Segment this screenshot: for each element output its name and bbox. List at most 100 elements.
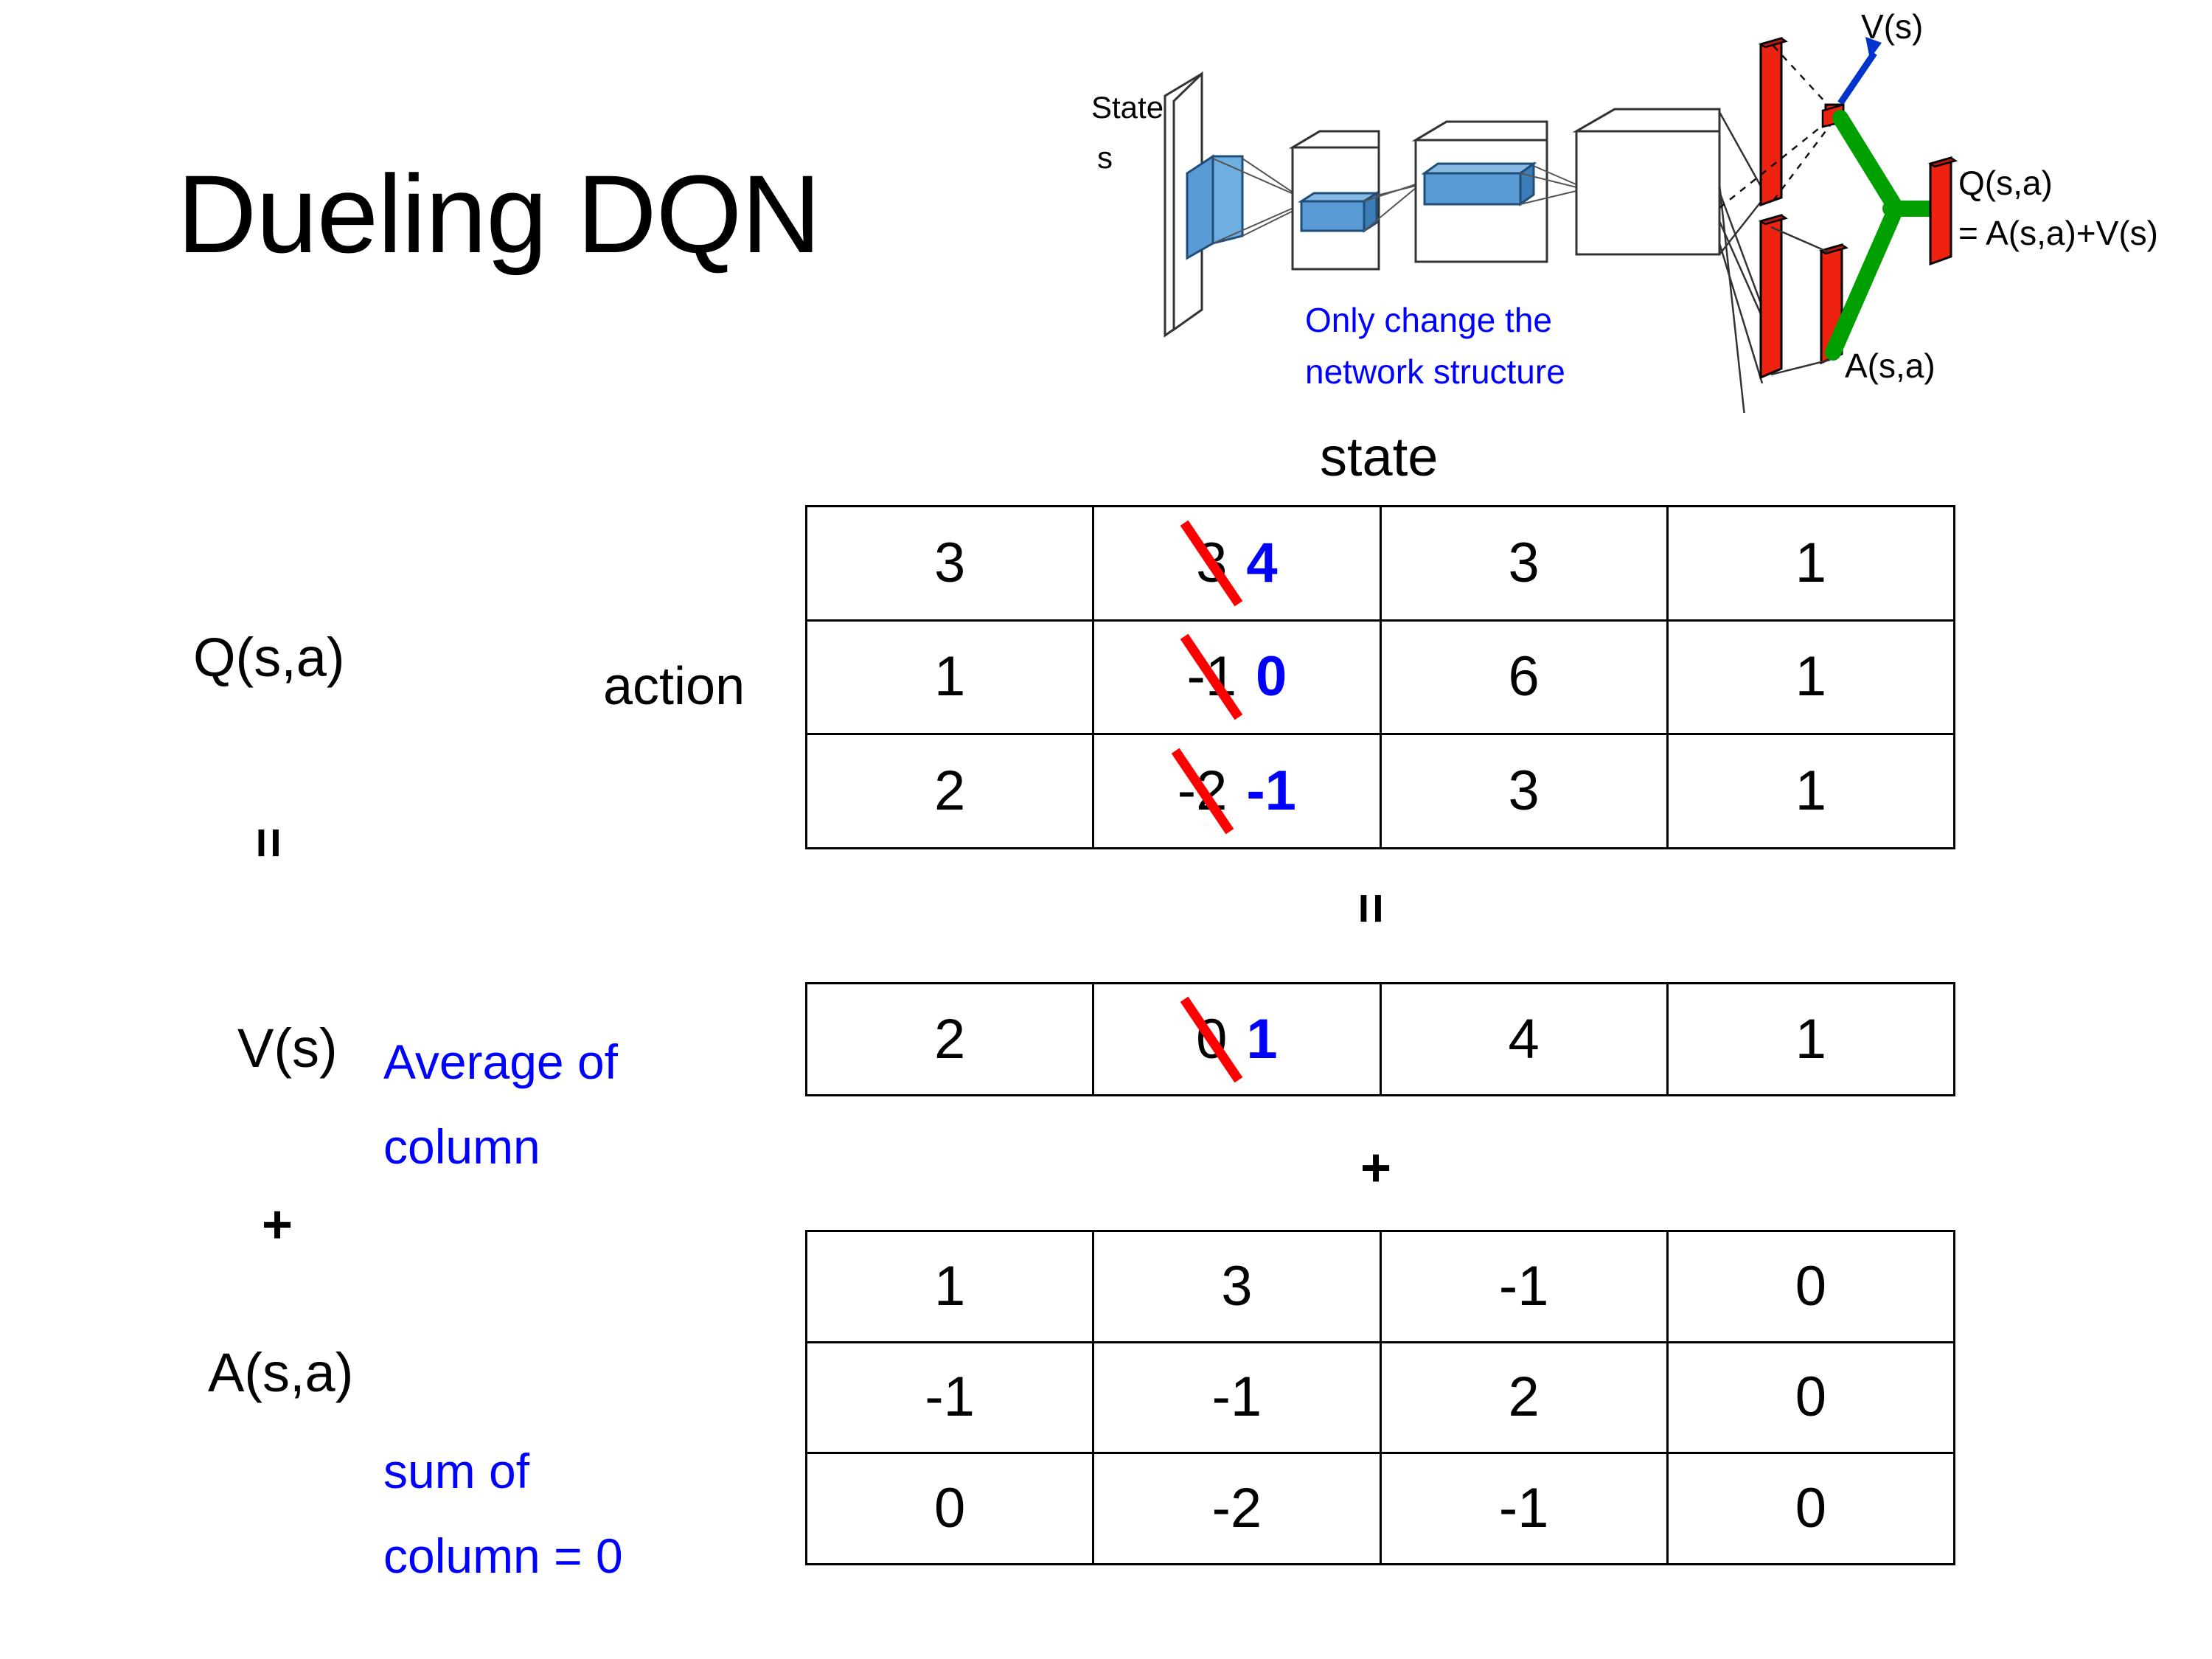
table-cell: 3 (1379, 505, 1669, 622)
cell-content: 2 (1382, 1343, 1666, 1453)
struck-value: 3 (1196, 531, 1228, 594)
cell-value: 0 (933, 1477, 966, 1540)
cell-content: 3 (1382, 507, 1666, 619)
cell-value: -1 (925, 1366, 975, 1429)
table-cell: 0 (1666, 1452, 1956, 1565)
cell-content: -1 (1094, 1343, 1379, 1453)
cell-value: 2 (933, 1007, 966, 1071)
label-equals-q-v: = (239, 827, 298, 859)
cell-value: 0 (1795, 1366, 1827, 1429)
diagram-state-label-line1: State (1091, 90, 1164, 125)
table-cell: 3 (804, 505, 1095, 622)
operator-plus-center: + (1360, 1138, 1392, 1197)
note-sum-line1: sum of (383, 1444, 530, 1498)
cell-content: -2 (1094, 1454, 1379, 1563)
label-a: A(s,a) (208, 1342, 354, 1403)
diagram-advantage-label: A(s,a) (1845, 347, 1935, 385)
cell-value: 1 (933, 1254, 966, 1318)
cell-value: -2 (1211, 1477, 1262, 1540)
cell-value: -1 (1211, 1366, 1262, 1429)
label-q: Q(s,a) (193, 627, 345, 688)
cell-content: 1 (1669, 984, 1953, 1094)
cell-content: 1 (1669, 735, 1953, 847)
cell-content: 0 (1669, 1232, 1953, 1341)
cell-content: 6 (1382, 622, 1666, 734)
cell-value: 1 (1795, 759, 1827, 823)
table-cell: 1 (804, 1230, 1095, 1343)
dueling-network-diagram: State s V(s) A(s,a) Q(s,a) = A(s,a)+V(s)… (1084, 0, 2212, 413)
a-table: 1 3 -1 0 -1 -1 2 0 0 -2 -1 0 (804, 1230, 1956, 1565)
note-sum-line2: column = 0 (383, 1528, 623, 1583)
cell-value: 2 (933, 759, 966, 823)
table-cell: 3 (1092, 1230, 1382, 1343)
table-cell: -1 (1379, 1230, 1669, 1343)
diagram-output-label-line2: = A(s,a)+V(s) (1958, 214, 2158, 252)
cell-content: -1 (807, 1343, 1092, 1453)
cell-content: 1 (1669, 507, 1953, 619)
table-cell: -2 (1092, 1452, 1382, 1565)
cell-content: 3 (1382, 735, 1666, 847)
cell-content: 4 (1382, 984, 1666, 1094)
cell-content: 0 (1669, 1343, 1953, 1453)
updated-value: 1 (1246, 1007, 1278, 1071)
table-cell: 4 (1379, 982, 1669, 1096)
table-cell: -1 (1092, 1340, 1382, 1455)
table-cell: 1 (1666, 505, 1956, 622)
page-title: Dueling DQN (177, 152, 821, 276)
cell-content: 3 (807, 507, 1092, 619)
table-cell: 0 (1666, 1340, 1956, 1455)
updated-value: 0 (1256, 645, 1287, 709)
table-row: 0 -2 -1 0 (804, 1452, 1956, 1565)
action-axis-label: action (603, 657, 745, 716)
table-cell: 2 (1379, 1340, 1669, 1455)
cell-value: 3 (933, 531, 966, 594)
cell-value: 1 (1795, 645, 1827, 709)
table-cell: 1 (1666, 619, 1956, 736)
diagram-state-label-line2: s (1097, 140, 1113, 175)
cell-content: -1 (1382, 1454, 1666, 1563)
note-average-line2: column (383, 1119, 540, 1174)
label-plus-v-a: + (262, 1195, 293, 1254)
cell-value: 1 (1795, 1007, 1827, 1071)
table-cell: 2 (804, 733, 1095, 849)
table-cell: 3 (1379, 733, 1669, 849)
cell-content: 3 (1094, 1232, 1379, 1341)
table-row: 1 3 -1 0 (804, 1230, 1956, 1343)
cell-content: 0 (1669, 1454, 1953, 1563)
table-cell: 2 (804, 982, 1095, 1096)
state-axis-label: state (1320, 426, 1439, 487)
updated-value: -1 (1246, 759, 1296, 823)
cell-value: 2 (1508, 1366, 1540, 1429)
cell-value: 3 (1508, 531, 1540, 594)
table-row: -1 -1 2 0 (804, 1340, 1956, 1455)
note-average-line1: Average of (383, 1034, 619, 1089)
cell-value: 6 (1508, 645, 1540, 709)
cell-content: 2 (807, 735, 1092, 847)
table-cell: 0 (804, 1452, 1095, 1565)
cell-value: 3 (1221, 1254, 1253, 1318)
table-cell: -1 (1379, 1452, 1669, 1565)
cell-value: -1 (1498, 1254, 1549, 1318)
table-cell: -1 (804, 1340, 1095, 1455)
cell-value: 3 (1508, 759, 1540, 823)
cell-value: 0 (1795, 1254, 1827, 1318)
table-cell: 1 (1666, 733, 1956, 849)
cell-value: 1 (933, 645, 966, 709)
cell-content: 1 (807, 1232, 1092, 1341)
struck-value: 0 (1196, 1007, 1228, 1071)
table-cell: 0 (1666, 1230, 1956, 1343)
cell-value: -1 (1498, 1477, 1549, 1540)
cell-content: -1 (1382, 1232, 1666, 1341)
updated-value: 4 (1246, 531, 1278, 594)
